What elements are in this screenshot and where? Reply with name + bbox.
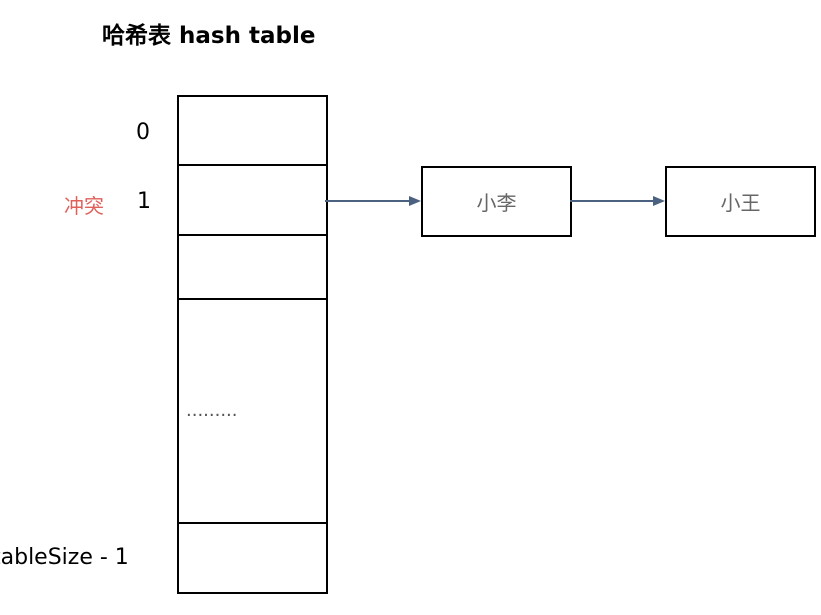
table-slot-middle (177, 298, 328, 526)
table-slot-2 (177, 234, 328, 302)
chain-node-xiaowang: 小王 (665, 166, 816, 237)
index-label-1: 1 (137, 189, 151, 214)
diagram-title: 哈希表 hash table (102, 23, 316, 49)
table-slot-0 (177, 95, 328, 168)
chain-node-xiaoli: 小李 (421, 166, 572, 237)
ellipsis-marker: ......... (186, 400, 238, 421)
index-label-0: 0 (136, 120, 150, 145)
index-label-last: tableSize - 1 (0, 545, 129, 570)
table-slot-1 (177, 164, 328, 236)
collision-label: 冲突 (64, 194, 104, 218)
arrowhead-2 (653, 196, 665, 206)
arrowhead-1 (409, 196, 421, 206)
table-slot-last (177, 522, 328, 594)
